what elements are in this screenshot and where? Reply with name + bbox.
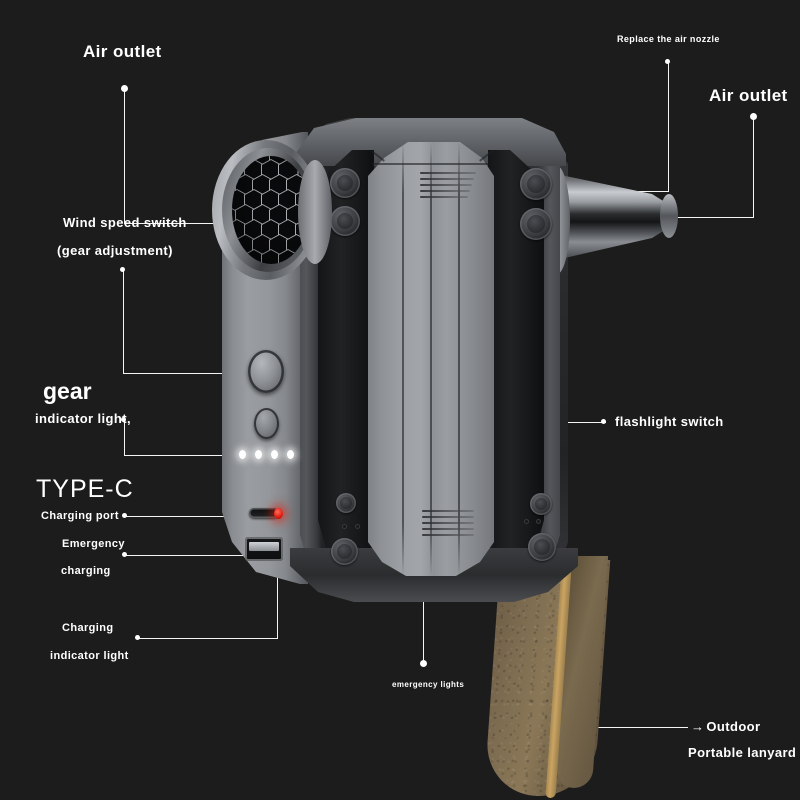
device-center-plate — [368, 142, 494, 576]
leader-dot-emergency-lights — [420, 660, 427, 667]
gear-led-2 — [255, 450, 262, 459]
leader-charging-indicator-vertical — [277, 518, 279, 639]
leader-dot-charging-indicator — [135, 635, 140, 640]
flashlight-switch-button[interactable] — [254, 408, 279, 439]
leader-replace-nozzle-vertical — [668, 62, 670, 192]
label-air-outlet-left: Air outlet — [83, 42, 162, 61]
leader-lanyard-horizontal — [583, 727, 688, 729]
leader-charging-indicator-horizontal — [138, 638, 278, 640]
leader-gear-indicator-vertical — [124, 420, 126, 456]
arrow-right-icon: → — [691, 719, 705, 734]
leader-emergency-lights-vertical — [423, 594, 425, 664]
leader-dot-air-outlet-left — [121, 85, 128, 92]
usb-a-tongue — [249, 542, 279, 551]
nozzle-tip-ring — [660, 194, 678, 238]
bolt-lower-right-1 — [530, 493, 552, 515]
gear-led-1 — [239, 450, 246, 459]
label-wind-speed-gear-adjustment: (gear adjustment) — [57, 243, 173, 258]
barrel-collar — [298, 160, 332, 264]
label-gear-indicator-light: indicator light, — [35, 411, 131, 426]
leader-air-outlet-left-vertical — [124, 88, 126, 224]
leader-dot-wind-speed — [120, 267, 125, 272]
label-charging-port: Charging port — [41, 510, 119, 522]
label-type-c-title: TYPE-C — [36, 475, 134, 503]
bolt-lower-right-2 — [528, 533, 556, 561]
nozzle-cone — [556, 174, 674, 260]
air-outlet-barrel — [212, 140, 332, 280]
leader-dot-emergency-charging — [122, 552, 127, 557]
label-emergency-charging: charging — [61, 565, 111, 577]
leader-air-outlet-right-horizontal — [672, 217, 754, 219]
leader-air-outlet-left-horizontal — [124, 223, 274, 225]
label-gear-title: gear — [43, 378, 92, 404]
leader-dot-flashlight — [601, 419, 606, 424]
top-vent-slats — [420, 172, 476, 198]
type-c-charging-port — [249, 508, 279, 518]
leader-air-outlet-right-vertical — [753, 116, 755, 218]
label-wind-speed-switch: Wind speed switch — [63, 215, 187, 230]
bolt-lower-left-1 — [336, 493, 356, 513]
gear-led-4 — [287, 450, 294, 459]
usb-a-emergency-charging-port — [245, 537, 283, 561]
label-replace-the-air-nozzle: Replace the air nozzle — [617, 34, 720, 44]
bolt-upper-left-2 — [330, 206, 360, 236]
leader-wind-speed-horizontal — [123, 373, 257, 375]
leader-wind-speed-vertical — [123, 270, 125, 374]
leader-dot-gear-indicator — [121, 417, 126, 422]
wind-speed-switch-button[interactable] — [248, 350, 284, 393]
air-nozzle — [544, 166, 686, 274]
gear-indicator-leds — [239, 450, 294, 459]
label-outdoor: →Outdoor — [691, 719, 760, 734]
label-portable-lanyard: Portable lanyard — [688, 745, 797, 760]
leader-dot-air-outlet-right — [750, 113, 757, 120]
label-emergency-lights: emergency lights — [392, 680, 465, 689]
label-air-outlet-right: Air outlet — [709, 86, 788, 105]
bottom-vent-slats — [422, 510, 474, 536]
leader-dot-typec — [122, 513, 127, 518]
bolt-lower-left-2 — [331, 538, 358, 565]
bolt-upper-right-1 — [520, 168, 552, 200]
leader-gear-indicator-horizontal — [124, 455, 248, 457]
label-charging-indicator-light: indicator light — [50, 650, 129, 662]
label-charging: Charging — [62, 622, 114, 634]
bolt-upper-right-2 — [520, 208, 552, 240]
charging-indicator-led — [274, 508, 283, 519]
label-emergency: Emergency — [62, 538, 125, 550]
leader-emergency-charging-horizontal — [125, 555, 253, 557]
bolt-upper-left-1 — [330, 168, 360, 198]
leader-dot-replace-nozzle — [665, 59, 670, 64]
gear-led-3 — [271, 450, 278, 459]
leader-typec-horizontal — [125, 516, 255, 518]
label-flashlight-switch: flashlight switch — [615, 414, 724, 429]
label-outdoor-text: Outdoor — [706, 719, 761, 734]
